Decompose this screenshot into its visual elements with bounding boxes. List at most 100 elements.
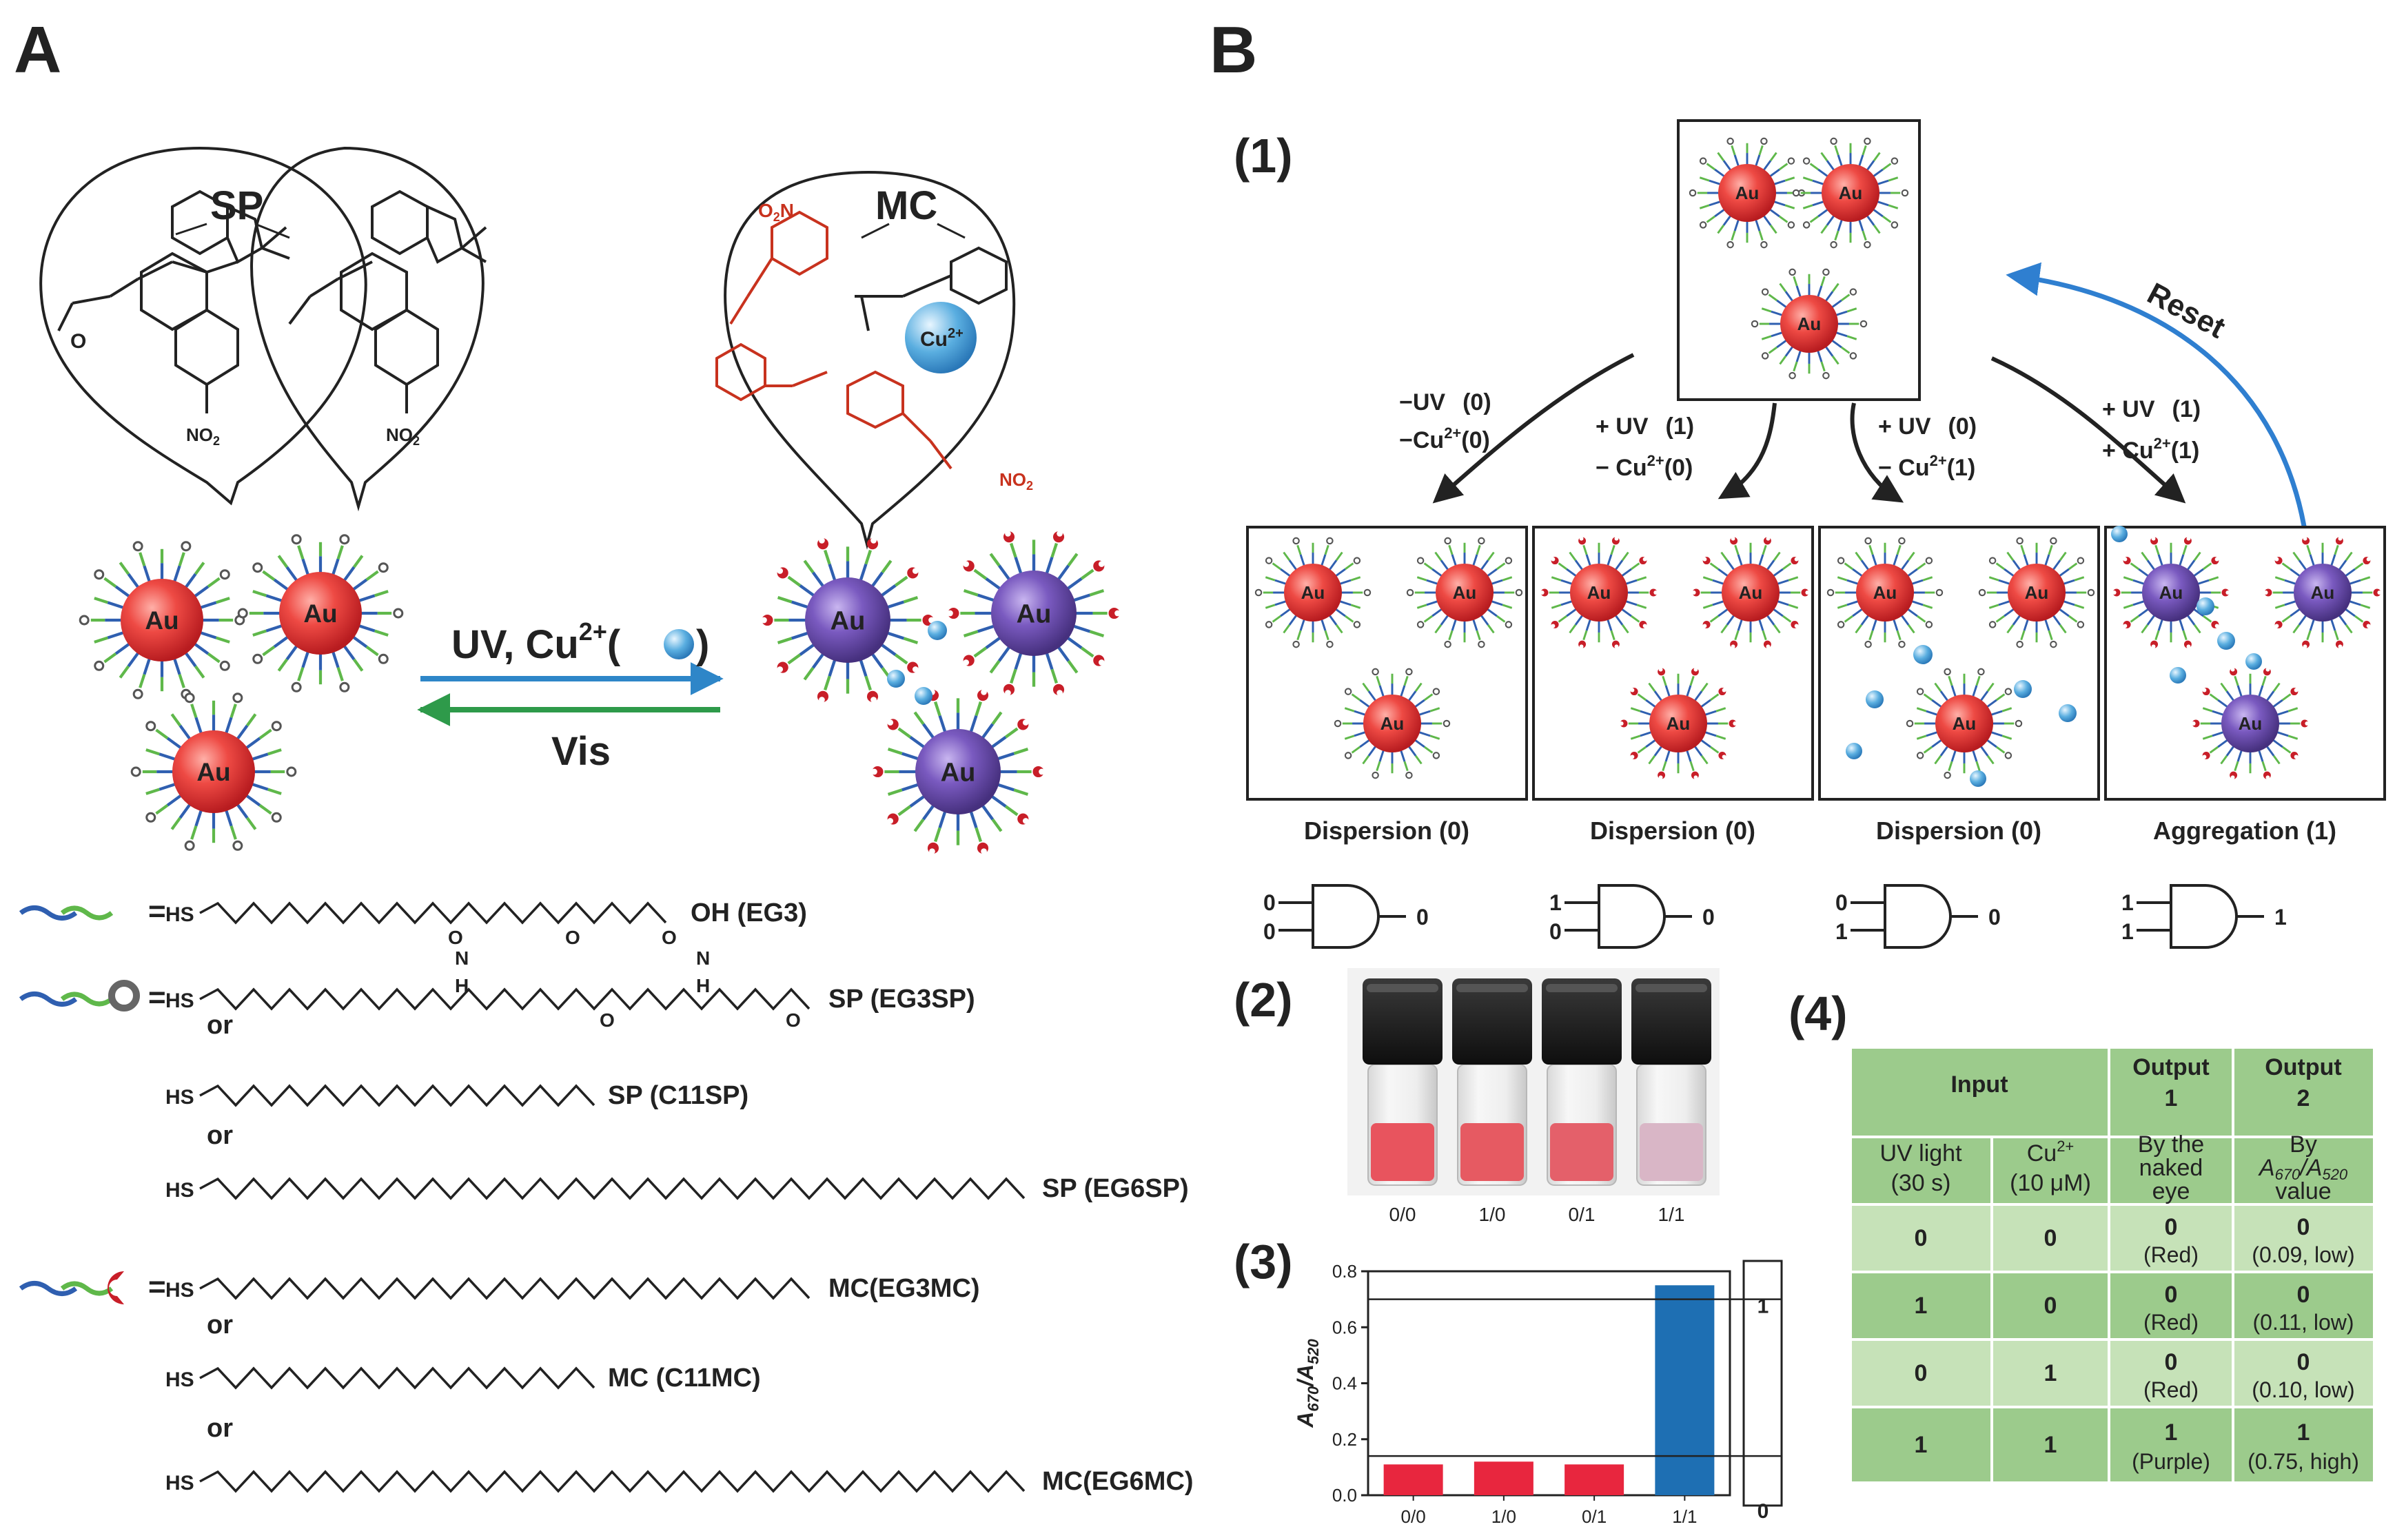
au-nanoparticle: Au <box>1254 537 1372 648</box>
vial-solution <box>1371 1123 1434 1181</box>
reset-arrow <box>2006 262 2308 535</box>
sp-bubble-left: O NO2 <box>39 146 367 506</box>
table-header-output2: Output <box>2265 1054 2341 1080</box>
equals-sign: = <box>148 1270 166 1304</box>
vial: 0/0 <box>1363 978 1443 1225</box>
sp-right-no2: NO2 <box>386 424 420 448</box>
mc-bubble: O2N NO2 Cu2+ <box>715 170 1033 550</box>
hs-label: HS <box>165 903 194 926</box>
au-label: Au <box>2025 582 2049 603</box>
gate-output: 0 <box>1988 905 2001 930</box>
au-label: Au <box>1380 713 1405 734</box>
au-nanoparticle: Au <box>2191 667 2310 780</box>
au-label: Au <box>2239 713 2263 734</box>
atom-label: N <box>455 947 469 969</box>
logic-level-label: 0 <box>1757 1500 1769 1523</box>
svg-text:1: 1 <box>2297 1419 2310 1446</box>
cu-ion-icon <box>887 670 905 688</box>
vial-cap <box>1631 978 1711 1065</box>
sub-label-2: (2) <box>1234 973 1293 1027</box>
svg-text:0: 0 <box>2165 1349 2178 1375</box>
or-label: or <box>207 1414 233 1443</box>
gate-output: 0 <box>1702 905 1715 930</box>
logic-level-panel <box>1742 1260 1783 1507</box>
table-sub-o1-c: eye <box>2152 1178 2190 1204</box>
state-label-1: Dispersion (0) <box>1304 817 1469 845</box>
svg-text:1: 1 <box>1915 1293 1928 1319</box>
au-label: Au <box>196 758 230 786</box>
state-label-3: Dispersion (0) <box>1876 817 2041 845</box>
mc-o2n: O2N <box>758 200 794 224</box>
chain-label: SP (EG6SP) <box>1042 1174 1189 1203</box>
table-header-output2-num: 2 <box>2297 1085 2310 1111</box>
au-label: Au <box>941 759 976 788</box>
sp-label: SP <box>210 183 263 228</box>
sp-bubble-right: NO2 <box>250 146 487 512</box>
gate-input-2: 1 <box>2121 919 2134 944</box>
state-box-1 <box>1246 526 1528 801</box>
cu-ion-icon <box>2217 632 2235 650</box>
table-sub-o1-b: naked <box>2139 1155 2203 1181</box>
gate-input-2: 1 <box>1835 919 1848 944</box>
hs-label: HS <box>165 989 194 1012</box>
cu-ion-icon <box>2170 667 2186 684</box>
x-tick-label: 0/1 <box>1582 1506 1607 1527</box>
svg-text:+ UV(1): + UV(1) <box>1596 413 1694 440</box>
au-nanoparticle: Au <box>947 531 1121 696</box>
au-label: Au <box>1017 600 1052 629</box>
svg-text:0: 0 <box>2044 1225 2057 1251</box>
au-nanoparticle: Au <box>2112 536 2230 649</box>
forward-label: UV, Cu2+( <box>451 617 621 667</box>
table-row: 0 1 0 (Red) 0 (0.10, low) <box>1915 1349 2355 1402</box>
vial: 1/0 <box>1452 978 1532 1225</box>
table-header-output1-num: 1 <box>2165 1085 2178 1111</box>
vial: 1/1 <box>1631 978 1711 1225</box>
bar <box>1655 1285 1715 1495</box>
table-sub-o2-b: A670/A520 <box>2258 1155 2348 1183</box>
table-sub-cu: Cu2+ <box>2027 1138 2075 1167</box>
au-core <box>1718 164 1776 222</box>
cu-ion-icon <box>1846 743 1862 759</box>
cu-ion-icon <box>2059 704 2077 722</box>
svg-text:(0.11, low): (0.11, low) <box>2252 1310 2354 1335</box>
vial-cap <box>1363 978 1443 1065</box>
chain-label: OH (EG3) <box>691 899 807 927</box>
au-core <box>1856 564 1914 622</box>
au-core <box>1935 695 1993 752</box>
table-header-output1: Output <box>2132 1054 2209 1080</box>
forward-paren-right: ) <box>696 622 709 667</box>
hs-label: HS <box>165 1179 194 1202</box>
au-nanoparticle: Au <box>1826 537 1944 648</box>
svg-text:(Red): (Red) <box>2143 1377 2199 1402</box>
svg-text:− Cu2+(0): − Cu2+(0) <box>1596 452 1693 481</box>
au-nanoparticle: Au <box>237 534 404 692</box>
cu-ion-icon <box>905 302 977 373</box>
sub-label-1: (1) <box>1234 129 1293 183</box>
table-sub-o2-a: By <box>2290 1131 2317 1158</box>
atom-label: O <box>565 927 580 948</box>
au-nanoparticle: Au <box>130 692 297 851</box>
au-core <box>2142 564 2200 622</box>
svg-text:(0.75, high): (0.75, high) <box>2248 1449 2359 1474</box>
atom-label: O <box>600 1009 615 1031</box>
au-label: Au <box>1735 183 1760 203</box>
svg-text:−Cu2+(0): −Cu2+(0) <box>1399 424 1490 453</box>
au-nanoparticle: Au <box>1334 668 1451 779</box>
chain-label: SP (C11SP) <box>608 1081 748 1110</box>
vial-cap <box>1542 978 1622 1065</box>
mc-no2: NO2 <box>999 469 1033 493</box>
gate-input-2: 0 <box>1549 919 1562 944</box>
vial-solution <box>1460 1123 1524 1181</box>
sp-left-no2: NO2 <box>186 424 220 448</box>
vial-solution <box>1640 1123 1703 1181</box>
vial-label: 1/1 <box>1658 1204 1685 1225</box>
svg-text:0: 0 <box>2044 1293 2057 1319</box>
bar <box>1383 1464 1443 1495</box>
au-label: Au <box>1587 582 1611 603</box>
au-core <box>991 571 1077 656</box>
